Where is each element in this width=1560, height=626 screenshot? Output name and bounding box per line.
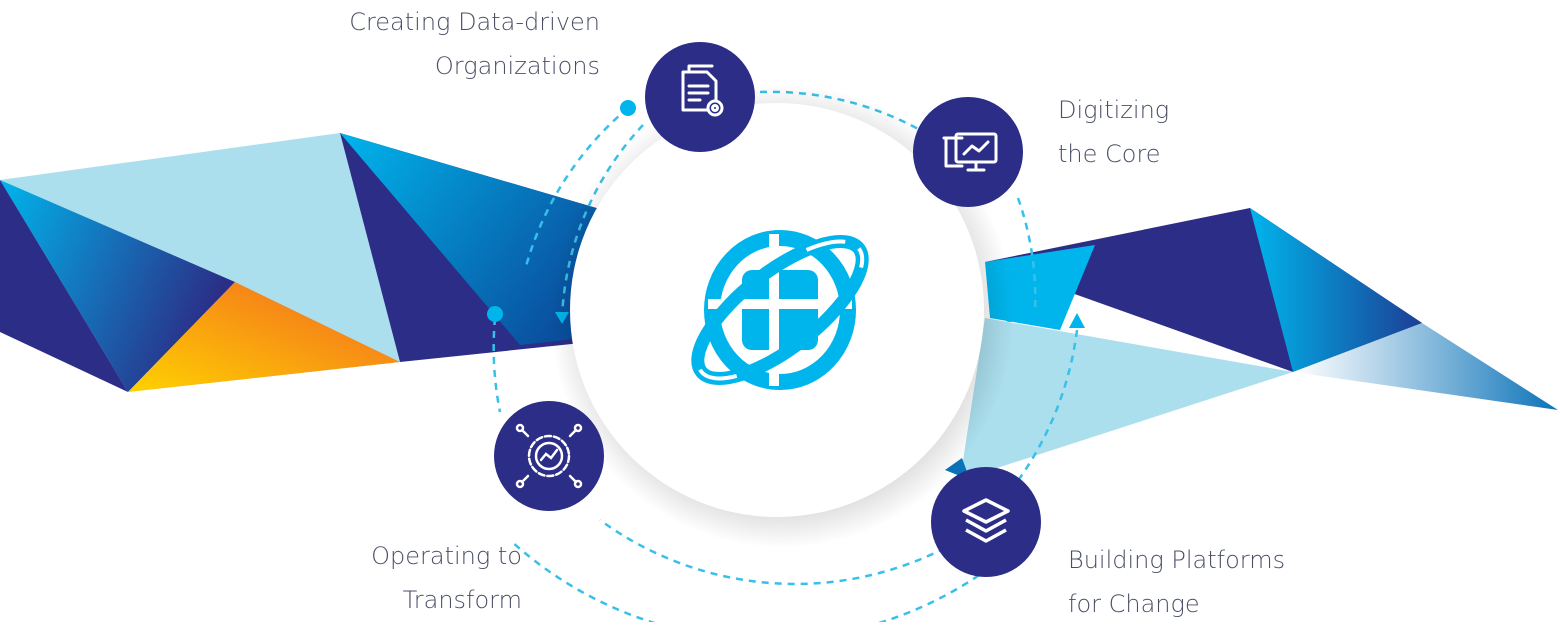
connector-bottom-outer bbox=[509, 539, 1001, 622]
document-gear-icon bbox=[681, 64, 724, 117]
connector-dot bbox=[487, 306, 503, 322]
ribbon-facet bbox=[1293, 323, 1558, 410]
monitor-scroll-icon bbox=[942, 132, 998, 172]
ribbon-facet bbox=[960, 318, 1293, 480]
label-platforms: Building Platforms for Change bbox=[1068, 538, 1368, 626]
ribbon-facet bbox=[0, 180, 128, 392]
node-operating[interactable] bbox=[494, 401, 604, 511]
connector-right bbox=[1016, 197, 1037, 313]
node-data-driven[interactable] bbox=[645, 42, 755, 152]
left-ribbon bbox=[0, 133, 610, 392]
ribbon-facet bbox=[128, 282, 400, 392]
label-line: the Core bbox=[1058, 140, 1161, 168]
layers-icon bbox=[962, 498, 1010, 543]
label-line: Transform bbox=[402, 586, 522, 614]
right-ribbon bbox=[945, 208, 1558, 480]
label-line: Building Platforms bbox=[1068, 546, 1286, 574]
ribbon-facet bbox=[0, 180, 235, 392]
label-line: for Change bbox=[1068, 590, 1200, 618]
ribbon-facet bbox=[1250, 208, 1422, 372]
connector-dot bbox=[620, 100, 636, 116]
connector-arrow-up bbox=[1069, 313, 1085, 328]
ribbon-facet bbox=[340, 133, 610, 345]
connector-right-inner bbox=[1002, 329, 1079, 501]
node-disc bbox=[645, 42, 755, 152]
label-line: Operating to bbox=[371, 542, 522, 570]
label-line: Creating Data-driven bbox=[349, 8, 600, 36]
node-digitizing[interactable] bbox=[913, 97, 1023, 207]
connector-left bbox=[492, 317, 502, 413]
center-hub bbox=[550, 84, 1014, 548]
label-operating: Operating to Transform bbox=[262, 534, 522, 622]
label-line: Organizations bbox=[434, 52, 600, 80]
connector-top-left-outer bbox=[523, 107, 629, 271]
gear-chart-icon bbox=[515, 423, 583, 489]
connector-bottom bbox=[599, 518, 946, 586]
label-data-driven: Creating Data-driven Organizations bbox=[300, 0, 600, 88]
globe-icon bbox=[691, 230, 869, 390]
label-line: Digitizing bbox=[1058, 96, 1170, 124]
node-platforms[interactable] bbox=[931, 467, 1041, 577]
label-digitizing: Digitizing the Core bbox=[1058, 88, 1298, 176]
